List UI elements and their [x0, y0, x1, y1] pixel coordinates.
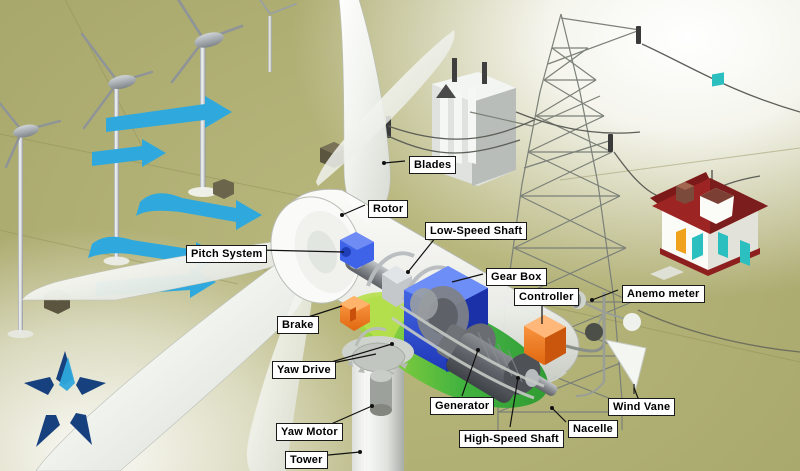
controller-component: [524, 315, 566, 365]
label-pitch-system: Pitch System: [186, 245, 268, 263]
pitch-system-hub: [340, 232, 374, 269]
wind-arrow-1: [106, 96, 232, 132]
star-logo: [24, 351, 106, 447]
wind-arrow-3: [136, 193, 262, 230]
substation-transformer: [432, 58, 516, 186]
label-wind-vane: Wind Vane: [608, 398, 676, 416]
brake-component: [340, 296, 370, 331]
wind-arrow-4: [88, 236, 222, 272]
blade-fan-upper-right: [316, 30, 455, 186]
background-turbine-2: [80, 32, 154, 266]
label-blades: Blades: [409, 156, 457, 174]
wind-arrow-2: [92, 139, 166, 167]
label-yaw-drive: Yaw Drive: [272, 361, 336, 379]
label-tower: Tower: [285, 451, 328, 469]
label-controller: Controller: [514, 288, 579, 306]
label-low-speed-shaft: Low-Speed Shaft: [425, 222, 528, 240]
background-turbine-4: [259, 0, 297, 72]
pylon-insulators: [386, 26, 641, 152]
label-high-speed-shaft: High-Speed Shaft: [459, 430, 564, 448]
background-turbine-1: [0, 101, 62, 338]
label-rotor: Rotor: [368, 200, 409, 218]
generator-group: [391, 304, 558, 403]
yaw-gear: [351, 342, 406, 373]
label-nacelle: Nacelle: [568, 420, 618, 438]
house: [650, 72, 768, 280]
label-generator: Generator: [430, 397, 495, 415]
logo-swoosh: [59, 357, 75, 391]
logo-star-navy: [24, 351, 106, 447]
yaw-drive-group: [342, 327, 414, 416]
label-brake: Brake: [277, 316, 319, 334]
label-anemo-meter: Anemo meter: [622, 285, 705, 303]
label-yaw-motor: Yaw Motor: [276, 423, 343, 441]
label-gear-box: Gear Box: [486, 268, 547, 286]
